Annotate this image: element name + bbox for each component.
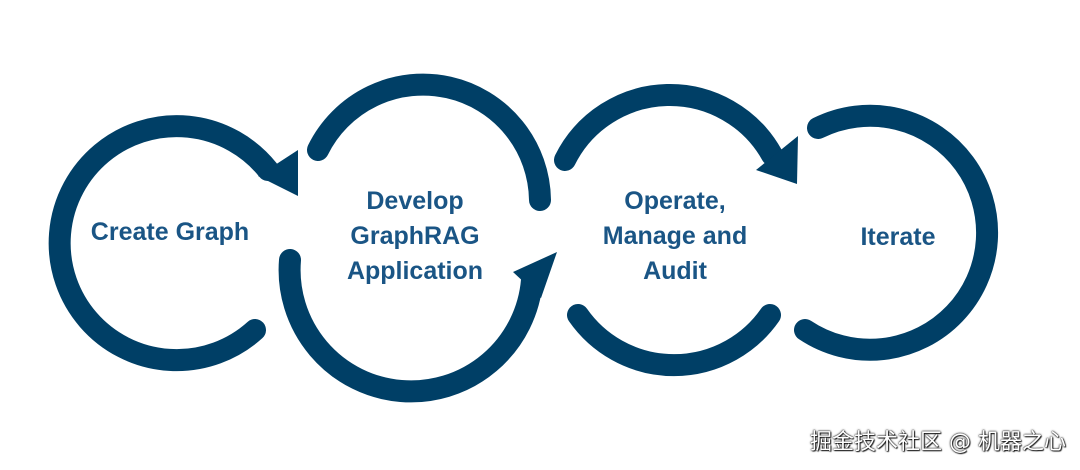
step-label-develop-graphrag: Develop GraphRAG Application [346,187,484,285]
step-label-create-graph: Create Graph [90,218,250,246]
ring-iterate [794,104,999,361]
step-label-operate-manage-audit: Operate, Manage and Audit [602,187,748,285]
ring-develop-top [307,73,551,211]
ring-operate-bottom [567,304,781,377]
ring-create-graph [48,115,279,372]
ring-develop-bottom [278,249,543,403]
arrowhead-create-graph [258,150,298,196]
step-label-iterate: Iterate [860,223,936,251]
arrowhead-operate [756,136,798,184]
arrowhead-develop [513,252,557,298]
ring-operate-top [554,83,783,171]
watermark: 掘金技术社区 @ 机器之心 [810,430,1066,455]
